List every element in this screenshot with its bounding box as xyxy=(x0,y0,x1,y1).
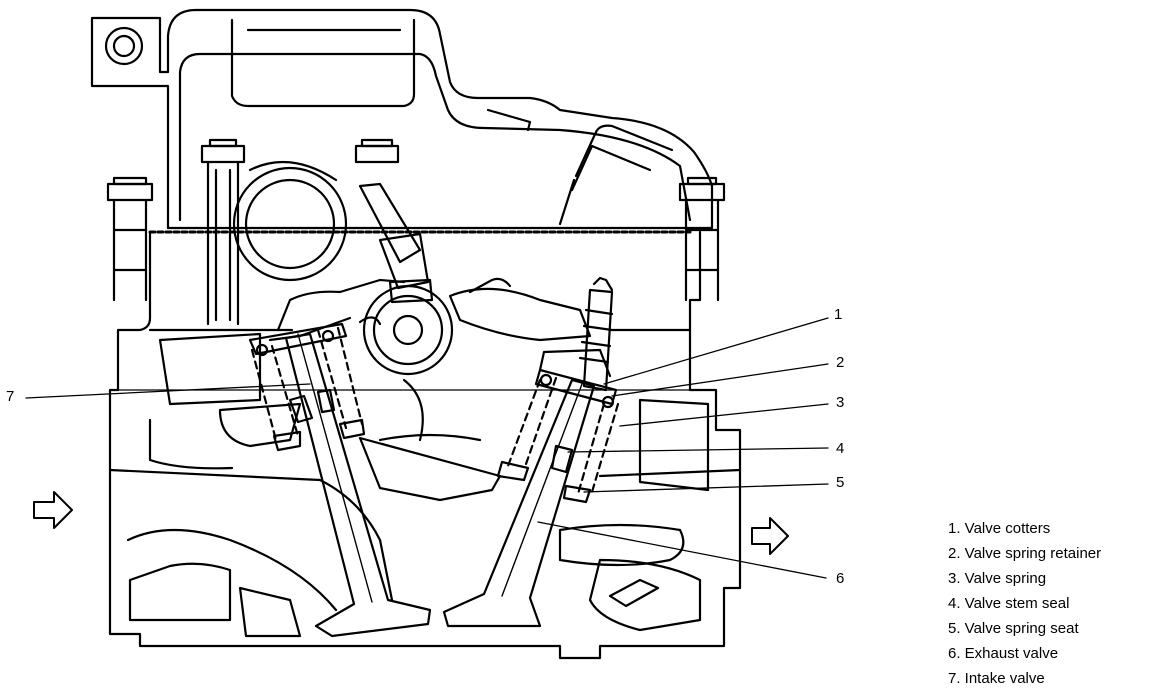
exhaust-valve-stem-tip xyxy=(582,288,614,392)
intake-spring-retainer xyxy=(248,322,348,356)
legend-item-valve-spring-retainer: 2. Valve spring retainer xyxy=(948,545,1102,562)
leader-lines xyxy=(25,317,829,579)
leader-line-3 xyxy=(619,403,829,427)
legend-item-valve-spring-seat: 5. Valve spring seat xyxy=(948,620,1079,637)
exhaust-valve xyxy=(442,378,596,628)
cam-cover xyxy=(90,8,714,230)
head-bolts xyxy=(106,138,726,326)
callout-4: 4 xyxy=(836,440,845,457)
cylinder-head xyxy=(108,230,742,660)
rocker-arms xyxy=(268,182,592,376)
callout-3: 3 xyxy=(836,394,845,411)
callout-7: 7 xyxy=(6,388,15,405)
callout-6: 6 xyxy=(836,570,845,587)
intake-stem-seal xyxy=(288,388,336,424)
legend-item-valve-stem-seal: 4. Valve stem seal xyxy=(948,595,1070,612)
exhaust-flow-arrow-icon xyxy=(751,517,789,555)
exhaust-valve-assembly xyxy=(442,276,620,628)
legend-item-exhaust-valve: 6. Exhaust valve xyxy=(948,645,1059,662)
intake-valve-assembly xyxy=(248,322,432,638)
intake-valve xyxy=(284,332,432,638)
leader-line-5 xyxy=(583,483,829,493)
callout-2: 2 xyxy=(836,354,845,371)
camshaft xyxy=(232,160,348,282)
legend-item-intake-valve: 7. Intake valve xyxy=(948,670,1045,687)
leader-line-4 xyxy=(567,447,829,453)
callout-1: 1 xyxy=(834,306,843,323)
leader-line-2 xyxy=(611,363,829,397)
exhaust-stem-seal xyxy=(550,444,574,474)
exhaust-spring-seat xyxy=(496,460,592,504)
callout-5: 5 xyxy=(836,474,845,491)
intake-spring-seat xyxy=(272,418,366,452)
legend-item-valve-spring: 3. Valve spring xyxy=(948,570,1047,587)
leader-line-7 xyxy=(25,383,311,399)
intake-flow-arrow-icon xyxy=(33,491,73,529)
leader-line-6 xyxy=(537,521,827,579)
legend-item-valve-cotters: 1. Valve cotters xyxy=(948,520,1051,537)
parts-legend: 1. Valve cotters 2. Valve spring retaine… xyxy=(948,516,1101,691)
leader-line-1 xyxy=(603,317,829,385)
